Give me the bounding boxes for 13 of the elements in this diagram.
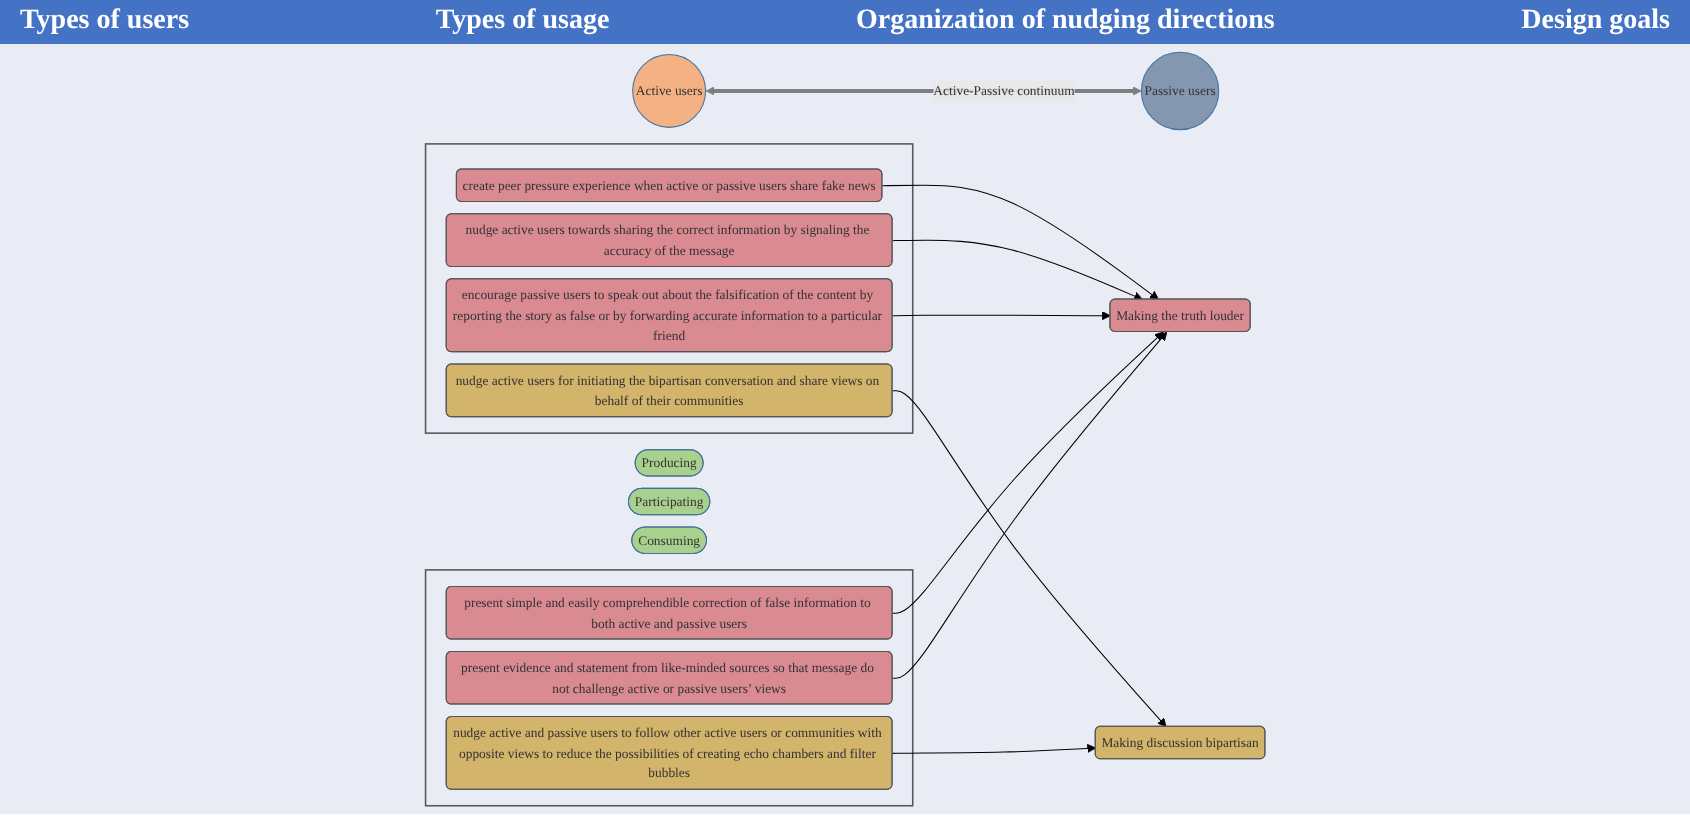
arrow: [891, 311, 1111, 321]
column-heading: Organization of nudging directions: [855, 6, 1275, 38]
arrow: [891, 239, 1143, 301]
column-heading: Design goals: [1521, 6, 1670, 38]
arrow: [881, 184, 1159, 300]
cluster: [424, 143, 914, 434]
arrow: [891, 390, 1167, 728]
arrow: [891, 743, 1096, 754]
arrow: [891, 331, 1164, 614]
column-heading: Types of users: [20, 6, 190, 38]
column-heading: Types of usage: [435, 6, 610, 38]
arrow: [891, 331, 1167, 679]
cluster: [424, 569, 914, 807]
